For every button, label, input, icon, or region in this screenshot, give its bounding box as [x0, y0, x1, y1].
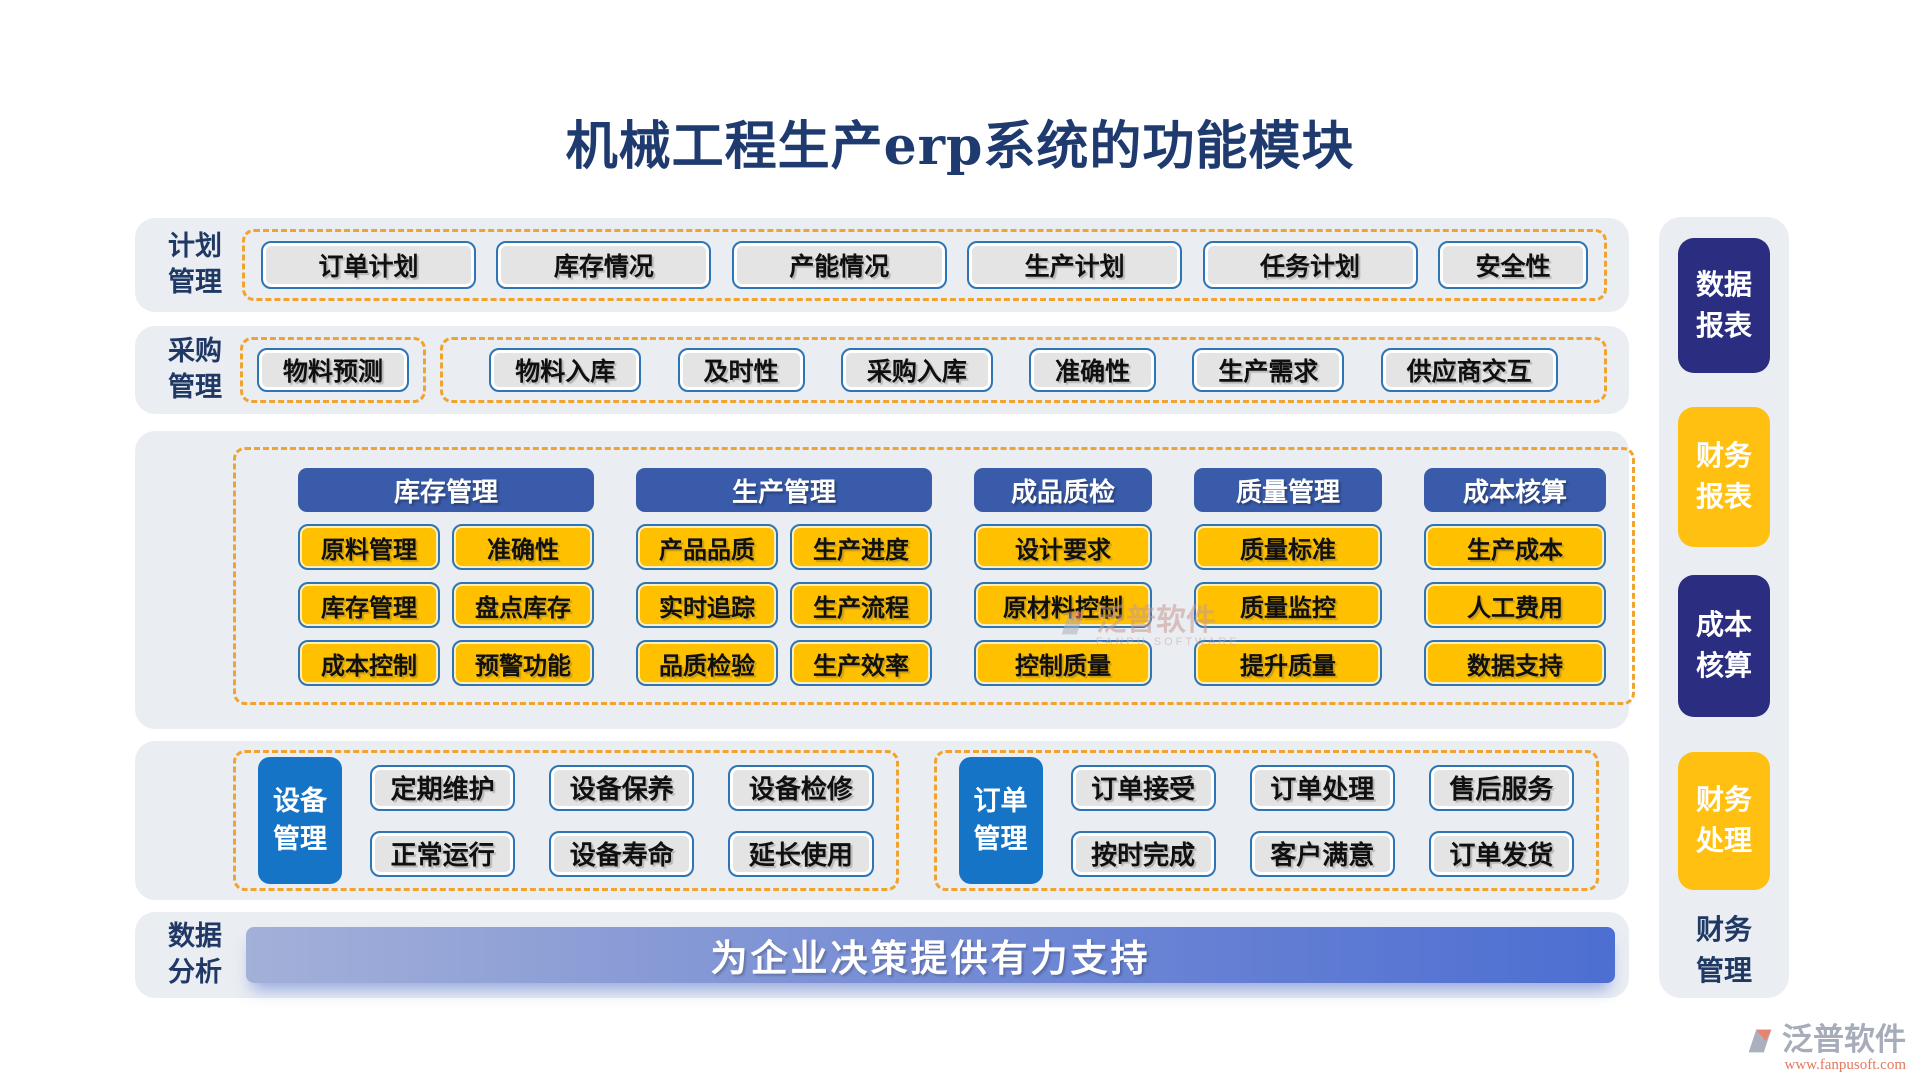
- decision-support-banner: 为企业决策提供有力支持: [246, 927, 1615, 983]
- section-equipment-and-orders: 设备管理 定期维护 设备保养 设备检修 正常运行 设备寿命 延长使用 订单管理 …: [135, 741, 1629, 900]
- module-chip-material-forecast[interactable]: 物料预测: [256, 348, 409, 392]
- column-header: 成品质检: [974, 468, 1152, 512]
- module-chip[interactable]: 盘点库存: [452, 582, 594, 628]
- module-chip-supplier-interaction[interactable]: 供应商交互: [1380, 348, 1558, 392]
- module-chip-safety[interactable]: 安全性: [1437, 241, 1588, 289]
- module-chip-order-plan[interactable]: 订单计划: [261, 241, 476, 289]
- module-chip[interactable]: 质量标准: [1194, 524, 1382, 570]
- module-chip[interactable]: 预警功能: [452, 640, 594, 686]
- module-chip[interactable]: 生产成本: [1424, 524, 1606, 570]
- module-chip[interactable]: 原料管理: [298, 524, 440, 570]
- section-data-analysis: 数据分析 为企业决策提供有力支持: [135, 912, 1629, 998]
- module-chip-production-demand[interactable]: 生产需求: [1192, 348, 1345, 392]
- module-chip[interactable]: 订单接受: [1070, 764, 1216, 811]
- module-chip[interactable]: 生产进度: [790, 524, 932, 570]
- order-management-group: 订单管理 订单接受 订单处理 售后服务 按时完成 客户满意 订单发货: [933, 750, 1599, 891]
- sidebar-item-finance-reports[interactable]: 财务报表: [1678, 407, 1770, 547]
- module-chip[interactable]: 正常运行: [370, 830, 516, 877]
- column-buttons: 质量标准 质量监控 提升质量: [1194, 524, 1382, 686]
- column-quality-management: 质量管理 质量标准 质量监控 提升质量: [1194, 468, 1382, 686]
- module-chip[interactable]: 设计要求: [974, 524, 1152, 570]
- finance-sidebar: 数据报表 财务报表 成本核算 财务处理 财务管理: [1659, 217, 1789, 998]
- page-title: 机械工程生产erp系统的功能模块: [565, 116, 1355, 177]
- module-chip-purchase-inbound[interactable]: 采购入库: [840, 348, 993, 392]
- column-header: 库存管理: [298, 468, 594, 512]
- module-chip[interactable]: 设备寿命: [549, 830, 695, 877]
- module-chip[interactable]: 设备检修: [728, 764, 874, 811]
- column-production-management: 生产管理 产品品质 生产进度 实时追踪 生产流程 品质检验 生产效率: [636, 468, 932, 686]
- column-buttons: 设计要求 原材料控制 控制质量: [974, 524, 1152, 686]
- module-chip[interactable]: 控制质量: [974, 640, 1152, 686]
- module-chip-timeliness[interactable]: 及时性: [677, 348, 805, 392]
- module-chip[interactable]: 人工费用: [1424, 582, 1606, 628]
- module-chip-task-plan[interactable]: 任务计划: [1202, 241, 1418, 289]
- module-chip[interactable]: 订单处理: [1249, 764, 1395, 811]
- column-buttons: 生产成本 人工费用 数据支持: [1424, 524, 1606, 686]
- order-management-label: 订单管理: [958, 757, 1043, 884]
- sidebar-footer-finance-management: 财务管理: [1696, 913, 1753, 987]
- plan-buttons-group: 订单计划 库存情况 产能情况 生产计划 任务计划 安全性: [242, 229, 1607, 301]
- column-header: 成本核算: [1424, 468, 1606, 512]
- fanpu-logo-icon: [1743, 1024, 1777, 1062]
- equipment-buttons: 定期维护 设备保养 设备检修 正常运行 设备寿命 延长使用: [370, 764, 874, 877]
- footer-brand-url: www.fanpusoft.com: [1784, 1057, 1906, 1073]
- column-buttons: 产品品质 生产进度 实时追踪 生产流程 品质检验 生产效率: [636, 524, 932, 686]
- module-chip[interactable]: 质量监控: [1194, 582, 1382, 628]
- module-chip[interactable]: 实时追踪: [636, 582, 778, 628]
- equipment-management-group: 设备管理 定期维护 设备保养 设备检修 正常运行 设备寿命 延长使用: [233, 750, 899, 891]
- module-chip[interactable]: 提升质量: [1194, 640, 1382, 686]
- module-chip-material-inbound[interactable]: 物料入库: [489, 348, 642, 392]
- section-plan-management: 计划管理 订单计划 库存情况 产能情况 生产计划 任务计划 安全性: [135, 218, 1629, 312]
- module-chip-accuracy[interactable]: 准确性: [1029, 348, 1157, 392]
- module-chip[interactable]: 产品品质: [636, 524, 778, 570]
- module-chip[interactable]: 延长使用: [728, 830, 874, 877]
- order-buttons: 订单接受 订单处理 售后服务 按时完成 客户满意 订单发货: [1070, 764, 1574, 877]
- column-cost-accounting: 成本核算 生产成本 人工费用 数据支持: [1424, 468, 1606, 686]
- module-chip[interactable]: 按时完成: [1070, 830, 1216, 877]
- column-header: 质量管理: [1194, 468, 1382, 512]
- procurement-buttons-group: 物料入库 及时性 采购入库 准确性 生产需求 供应商交互: [440, 337, 1607, 403]
- module-chip[interactable]: 数据支持: [1424, 640, 1606, 686]
- sidebar-item-cost-accounting[interactable]: 成本核算: [1678, 575, 1770, 717]
- footer-brand: 泛普软件 www.fanpusoft.com: [1743, 1024, 1906, 1074]
- module-chip[interactable]: 售后服务: [1428, 764, 1574, 811]
- module-chip[interactable]: 品质检验: [636, 640, 778, 686]
- sidebar-item-data-reports[interactable]: 数据报表: [1678, 238, 1770, 373]
- section-procurement-management: 采购管理 物料预测 物料入库 及时性 采购入库 准确性 生产需求 供应商交互: [135, 326, 1629, 414]
- column-inventory-management: 库存管理 原料管理 准确性 库存管理 盘点库存 成本控制 预警功能: [298, 468, 594, 686]
- module-chip-inventory-status[interactable]: 库存情况: [496, 241, 712, 289]
- module-chip[interactable]: 生产流程: [790, 582, 932, 628]
- module-chip[interactable]: 原材料控制: [974, 582, 1152, 628]
- column-buttons: 原料管理 准确性 库存管理 盘点库存 成本控制 预警功能: [298, 524, 594, 686]
- module-chip[interactable]: 设备保养: [549, 764, 695, 811]
- equipment-management-label: 设备管理: [258, 757, 342, 884]
- module-chip[interactable]: 库存管理: [298, 582, 440, 628]
- column-header: 生产管理: [636, 468, 932, 512]
- data-analysis-label: 数据分析: [168, 920, 222, 988]
- module-chip[interactable]: 订单发货: [1428, 830, 1574, 877]
- module-chip[interactable]: 定期维护: [370, 764, 516, 811]
- module-chip[interactable]: 准确性: [452, 524, 594, 570]
- section-core-modules: 库存管理 原料管理 准确性 库存管理 盘点库存 成本控制 预警功能 生产管理 产…: [135, 431, 1635, 729]
- material-forecast-group: 物料预测: [240, 337, 426, 403]
- footer-brand-name: 泛普软件: [1782, 1022, 1906, 1059]
- module-chip-production-plan[interactable]: 生产计划: [967, 241, 1183, 289]
- module-chip[interactable]: 客户满意: [1249, 830, 1395, 877]
- column-finished-product-qc: 成品质检 设计要求 原材料控制 控制质量: [974, 468, 1152, 686]
- module-chip[interactable]: 成本控制: [298, 640, 440, 686]
- module-chip[interactable]: 生产效率: [790, 640, 932, 686]
- plan-management-label: 计划管理: [168, 230, 222, 298]
- procurement-management-label: 采购管理: [168, 335, 222, 403]
- module-chip-capacity-status[interactable]: 产能情况: [731, 241, 947, 289]
- sidebar-item-finance-processing[interactable]: 财务处理: [1678, 752, 1770, 890]
- core-modules-group: 库存管理 原料管理 准确性 库存管理 盘点库存 成本控制 预警功能 生产管理 产…: [233, 447, 1635, 705]
